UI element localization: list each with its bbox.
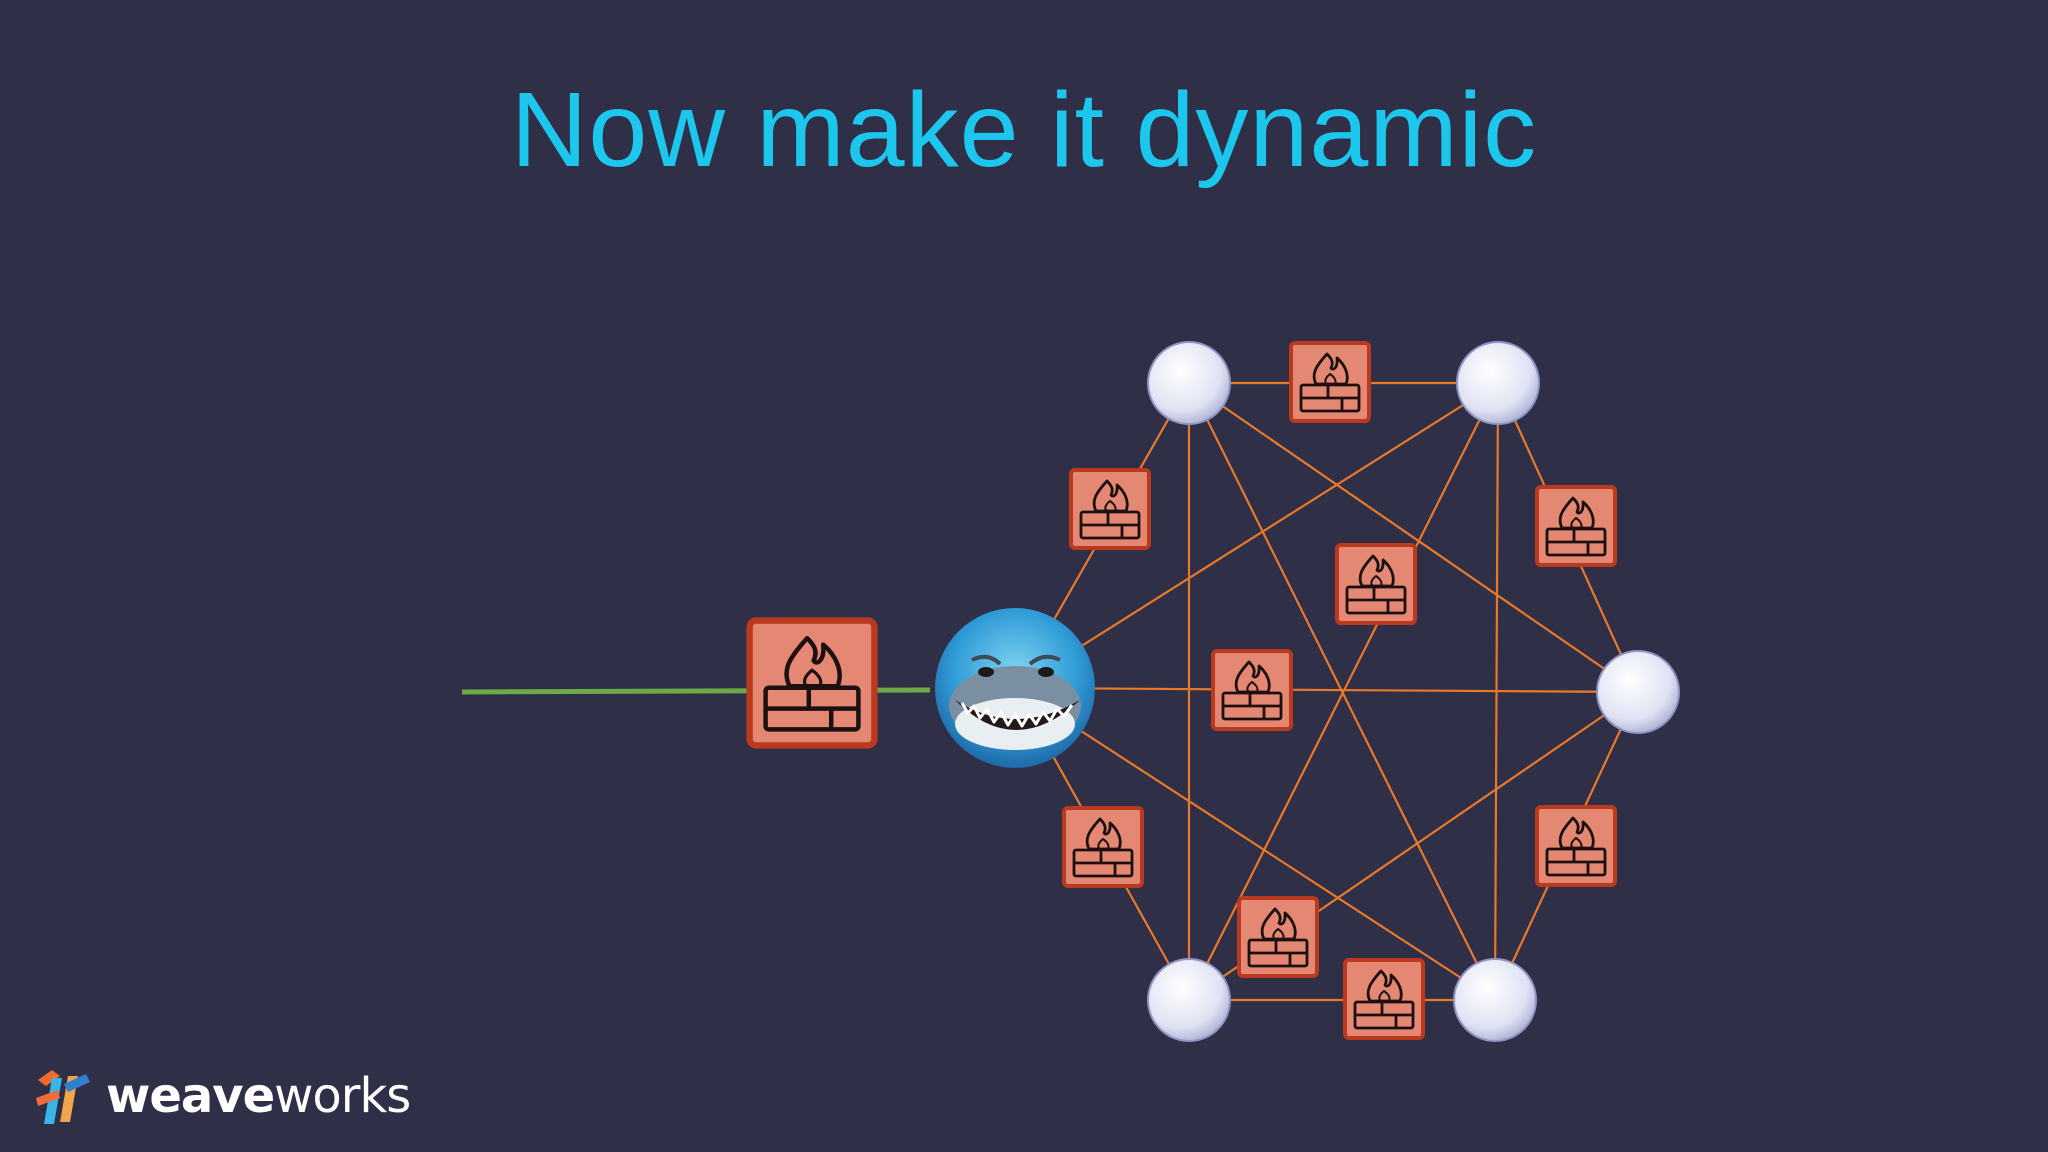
firewall-icon (1289, 341, 1371, 423)
node-bottom-right (1453, 958, 1537, 1042)
mesh-nodes (1147, 341, 1680, 1042)
weaveworks-logo: weaveworks (34, 1062, 411, 1130)
firewall-icon (1069, 468, 1151, 550)
shark-gateway-icon (935, 608, 1095, 768)
node-bottom-left (1147, 958, 1231, 1042)
firewall-icon (1335, 543, 1417, 625)
edge (1014, 687, 1496, 1001)
edge (1014, 382, 1499, 689)
weaveworks-logo-icon (36, 1070, 90, 1124)
edge (1014, 686, 1639, 694)
edge (1188, 382, 1496, 1001)
firewall-icon (1211, 649, 1293, 731)
node-right (1596, 650, 1680, 734)
edge (1188, 382, 1639, 693)
logo-text: weaveworks (106, 1068, 411, 1124)
node-top-right (1456, 341, 1540, 425)
firewall-icon (1062, 806, 1144, 888)
firewall-icon (1343, 958, 1425, 1040)
node-top-left (1147, 341, 1231, 425)
firewall-icon (1535, 485, 1617, 567)
slide-title: Now make it dynamic (510, 71, 1538, 189)
firewall-icon (1535, 805, 1617, 887)
firewall-icon (1237, 896, 1319, 978)
main-firewall-icon (750, 621, 875, 746)
